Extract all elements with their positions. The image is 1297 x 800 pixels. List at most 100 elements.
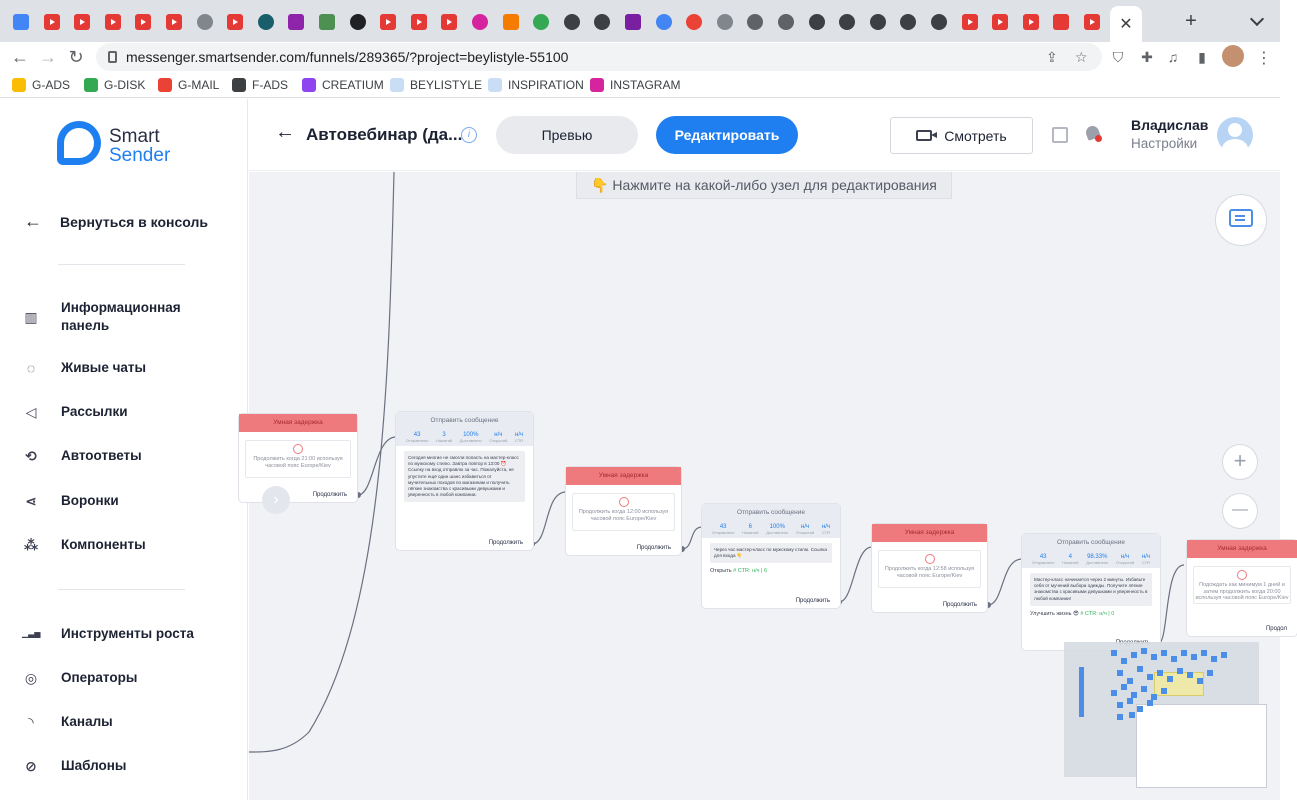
browser-tab[interactable] (740, 8, 770, 36)
sidebar-item-2[interactable]: ◌Живые чаты (22, 359, 201, 377)
browser-tab[interactable] (434, 8, 464, 36)
bookmark-star-icon[interactable]: ☆ (1075, 49, 1088, 65)
browser-tab[interactable] (802, 8, 832, 36)
info-icon[interactable]: i (461, 127, 477, 143)
zoom-in-button[interactable]: + (1222, 444, 1258, 480)
browser-tab[interactable] (618, 8, 648, 36)
watch-button[interactable]: Смотреть (890, 117, 1033, 154)
browser-tab[interactable] (404, 8, 434, 36)
browser-tab[interactable] (343, 8, 373, 36)
support-chat-button[interactable] (1215, 194, 1267, 246)
back-to-console-link[interactable]: ← Вернуться в консоль (24, 211, 208, 232)
sidebar-item-3[interactable]: ◝Каналы (22, 713, 201, 731)
bookmark-g-disk[interactable]: G-DISK (84, 76, 145, 94)
bookmark-inspiration[interactable]: INSPIRATION (488, 76, 584, 94)
browser-tab[interactable] (98, 8, 128, 36)
address-bar[interactable]: messenger.smartsender.com/funnels/289365… (96, 43, 1102, 71)
browser-tab[interactable] (159, 8, 189, 36)
bookmark-instagram[interactable]: INSTAGRAM (590, 76, 680, 94)
bookmark-g-mail[interactable]: G-MAIL (158, 76, 219, 94)
browser-tab[interactable] (587, 8, 617, 36)
browser-tab[interactable] (496, 8, 526, 36)
browser-tab[interactable] (863, 8, 893, 36)
browser-tab[interactable] (220, 8, 250, 36)
user-name[interactable]: Владислав (1131, 117, 1209, 133)
sidebar-item-1[interactable]: ▁▃▅Инструменты роста (22, 625, 201, 643)
new-tab-button[interactable]: + (1185, 10, 1197, 32)
browser-tab[interactable] (67, 8, 97, 36)
chevron-right-icon[interactable]: › (262, 486, 290, 514)
browser-tab-bar (0, 0, 1280, 42)
bookmark-beylistyle[interactable]: BEYLISTYLE (390, 76, 482, 94)
browser-tab[interactable] (312, 8, 342, 36)
notification-bell-icon[interactable] (1084, 124, 1102, 143)
media-controls-icon[interactable]: ♫ (1167, 49, 1179, 65)
bookmark-g-ads[interactable]: G-ADS (12, 76, 70, 94)
sidebar-item-3[interactable]: ◁Рассылки (22, 403, 201, 421)
browser-tab[interactable] (924, 8, 954, 36)
lock-icon[interactable] (108, 51, 117, 63)
back-icon[interactable]: ← (11, 47, 29, 67)
zoom-out-button[interactable]: — (1222, 493, 1258, 529)
browser-tab[interactable] (710, 8, 740, 36)
browser-tab[interactable] (251, 8, 281, 36)
browser-tab[interactable] (128, 8, 158, 36)
browser-tab[interactable] (771, 8, 801, 36)
arrow-left-icon[interactable]: ← (275, 121, 295, 143)
browser-tab[interactable] (955, 8, 985, 36)
browser-tab[interactable] (832, 8, 862, 36)
user-settings-link[interactable]: Настройки (1131, 136, 1198, 151)
sidebar-item-6[interactable]: ⁂Компоненты (22, 536, 201, 554)
url-text[interactable]: messenger.smartsender.com/funnels/289365… (126, 49, 569, 65)
browser-tab[interactable] (6, 8, 36, 36)
browser-tab[interactable] (557, 8, 587, 36)
reload-icon[interactable]: ↻ (68, 47, 84, 67)
edit-button[interactable]: Редактировать (656, 116, 798, 154)
sidebar-item-4[interactable]: ⟲Автоответы (22, 447, 201, 465)
browser-tab[interactable] (37, 8, 67, 36)
sidebar-item-5[interactable]: ⋖Воронки (22, 492, 201, 510)
browser-menu-icon[interactable]: ⋮ (1256, 50, 1272, 67)
connector-line (357, 436, 397, 496)
bookmark-f-ads[interactable]: F-ADS (232, 76, 288, 94)
browser-tab[interactable] (1046, 8, 1076, 36)
close-tab-icon[interactable]: ✕ (1119, 16, 1133, 33)
side-panel-icon[interactable]: ▮ (1198, 49, 1206, 65)
active-tab[interactable]: ✕ (1110, 6, 1142, 42)
profile-avatar[interactable] (1222, 45, 1244, 67)
browser-tab[interactable] (1016, 8, 1046, 36)
fullscreen-icon[interactable] (1052, 127, 1068, 143)
sidebar-item-1[interactable]: ▥Информационная панель (22, 299, 201, 335)
message-button[interactable]: Улучшить жизнь 😎 # CTR: н/ч | 0 (1030, 611, 1152, 617)
browser-tab[interactable] (893, 8, 923, 36)
browser-tab[interactable] (465, 8, 495, 36)
preview-button[interactable]: Превью (496, 116, 638, 154)
minimap-preview[interactable] (1136, 704, 1267, 788)
smart-sender-logo[interactable]: Smart Sender (57, 121, 187, 173)
sidebar-item-2[interactable]: ◎Операторы (22, 669, 201, 687)
browser-tab[interactable] (985, 8, 1015, 36)
share-icon[interactable]: ⇪ (1046, 49, 1058, 65)
bookmark-creatium[interactable]: CREATIUM (302, 76, 384, 94)
browser-tab[interactable] (649, 8, 679, 36)
forward-icon[interactable]: → (39, 47, 57, 67)
browser-tab[interactable] (190, 8, 220, 36)
extensions-puzzle-icon[interactable]: ✚ (1141, 49, 1153, 65)
sidebar-item-4[interactable]: ⊘Шаблоны (22, 757, 201, 775)
user-avatar[interactable] (1217, 117, 1253, 159)
browser-tab[interactable] (373, 8, 403, 36)
message-button[interactable]: Открыть # CTR: н/ч | 6 (710, 568, 832, 574)
browser-tab[interactable] (526, 8, 556, 36)
browser-tab[interactable] (1077, 8, 1107, 36)
shield-extension-icon[interactable]: ⛉ (1112, 49, 1124, 65)
browser-tab[interactable] (679, 8, 709, 36)
funnel-canvas[interactable]: 👇 Нажмите на какой-либо узел для редакти… (239, 171, 1297, 800)
browser-tab[interactable] (281, 8, 311, 36)
